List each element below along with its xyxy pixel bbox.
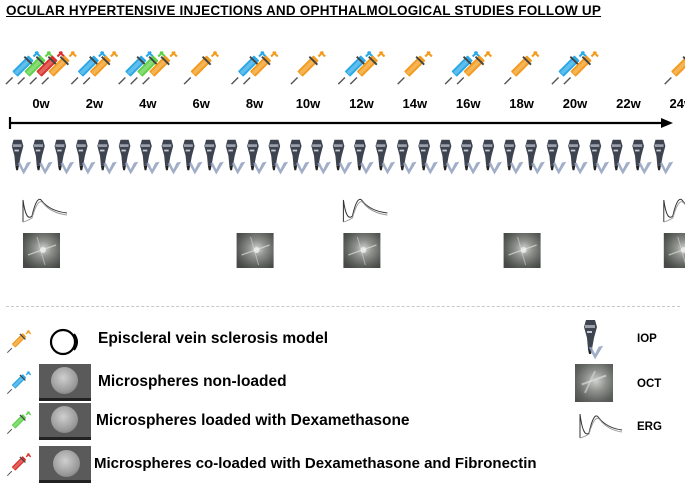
- legend-label-fibronectin: Microspheres co-loaded with Dexamethason…: [94, 455, 537, 472]
- legend-measure-erg: ERG: [637, 421, 662, 433]
- legend-label-sclerosis: Episcleral vein sclerosis model: [98, 330, 329, 347]
- week-label-0w: 0w: [32, 96, 50, 111]
- tonometer-icon: [568, 139, 588, 175]
- oct-scan-icon: [23, 233, 60, 268]
- tonometer-icon: [268, 139, 289, 175]
- week-label-8w: 8w: [246, 96, 264, 111]
- tonometer-icon: [525, 139, 545, 175]
- syringe-green-icon: [6, 410, 32, 435]
- legend-label-dexamethasone: Microspheres loaded with Dexamethasone: [96, 412, 410, 429]
- tonometer-icon: [332, 139, 353, 175]
- tonometer-icon: [375, 139, 396, 175]
- tonometer-icon: [225, 139, 246, 175]
- tonometer-icon: [503, 139, 524, 175]
- week-label-24w: 24w: [670, 96, 685, 111]
- section-divider: [6, 306, 680, 307]
- page-title: OCULAR HYPERTENSIVE INJECTIONS AND OPHTH…: [6, 3, 602, 18]
- erg-wave-icon: [342, 198, 388, 223]
- tonometer-icon: [653, 139, 674, 175]
- tonometer-icon: [439, 139, 460, 175]
- tonometer-icon: [396, 139, 417, 175]
- tonometer-icon: [289, 139, 310, 175]
- tonometer-icon: [610, 139, 631, 175]
- tonometer-icon: [11, 139, 32, 175]
- erg-wave-icon: [579, 413, 623, 439]
- timeline: 0w 2w 4w 6w 8w 10w 12w 14w 16w 18w 20w 22w 24w: [4, 50, 685, 268]
- tonometer-icon: [140, 139, 160, 175]
- tonometer-icon: [418, 139, 438, 175]
- tonometer-icon: [589, 139, 610, 175]
- oct-scan-icon: [503, 233, 541, 268]
- tonometer-icon: [354, 139, 374, 175]
- week-label-4w: 4w: [139, 96, 157, 111]
- syringe-orange-icon: [663, 50, 685, 86]
- microsphere-sem-icon: [39, 403, 91, 440]
- week-label-6w: 6w: [193, 96, 211, 111]
- tonometer-icon: [461, 139, 481, 175]
- syringe-orange-icon: [6, 329, 32, 354]
- erg-wave-icon: [22, 198, 68, 223]
- syringe-orange-icon: [183, 50, 220, 86]
- oct-scan-icon: [575, 364, 613, 402]
- syringe-blue-icon: [6, 370, 32, 395]
- syringe-orange-icon: [289, 50, 327, 86]
- tonometer-icon: [311, 139, 331, 175]
- microsphere-sem-icon: [39, 446, 91, 483]
- eye-icon: [49, 328, 78, 356]
- syringe-red-icon: [6, 452, 32, 477]
- week-label-2w: 2w: [86, 96, 104, 111]
- week-label-10w: 10w: [296, 96, 321, 111]
- legend-measure-iop: IOP: [637, 333, 657, 345]
- oct-scan-icon: [343, 233, 381, 268]
- erg-wave-icon: [663, 198, 685, 223]
- tonometer-icon: [54, 139, 75, 175]
- microsphere-sem-icon: [39, 364, 91, 401]
- week-label-22w: 22w: [616, 96, 641, 111]
- tonometer-icon: [247, 139, 267, 175]
- tonometer-icon: [118, 139, 139, 175]
- tonometer-icon: [75, 139, 96, 175]
- tonometer-icon: [161, 139, 182, 175]
- week-label-12w: 12w: [349, 96, 374, 111]
- tonometer-icon: [182, 139, 203, 175]
- tonometer-icon: [33, 139, 53, 175]
- week-label-16w: 16w: [456, 96, 481, 111]
- tonometer-icon: [204, 139, 224, 175]
- timeline-arrowhead: [661, 118, 673, 128]
- tonometer-icon: [482, 139, 503, 175]
- week-label-20w: 20w: [563, 96, 588, 111]
- tonometer-icon: [584, 320, 604, 360]
- legend-label-nonloaded: Microspheres non-loaded: [98, 373, 287, 390]
- syringe-orange-icon: [503, 50, 540, 86]
- tonometer-icon: [97, 139, 117, 175]
- oct-scan-icon: [663, 233, 685, 268]
- week-label-14w: 14w: [403, 96, 428, 111]
- syringe-orange-icon: [396, 50, 433, 86]
- legend-measure-oct: OCT: [637, 378, 662, 390]
- oct-scan-icon: [236, 233, 274, 268]
- week-label-18w: 18w: [509, 96, 534, 111]
- tonometer-icon: [632, 139, 652, 175]
- tonometer-icon: [546, 139, 567, 175]
